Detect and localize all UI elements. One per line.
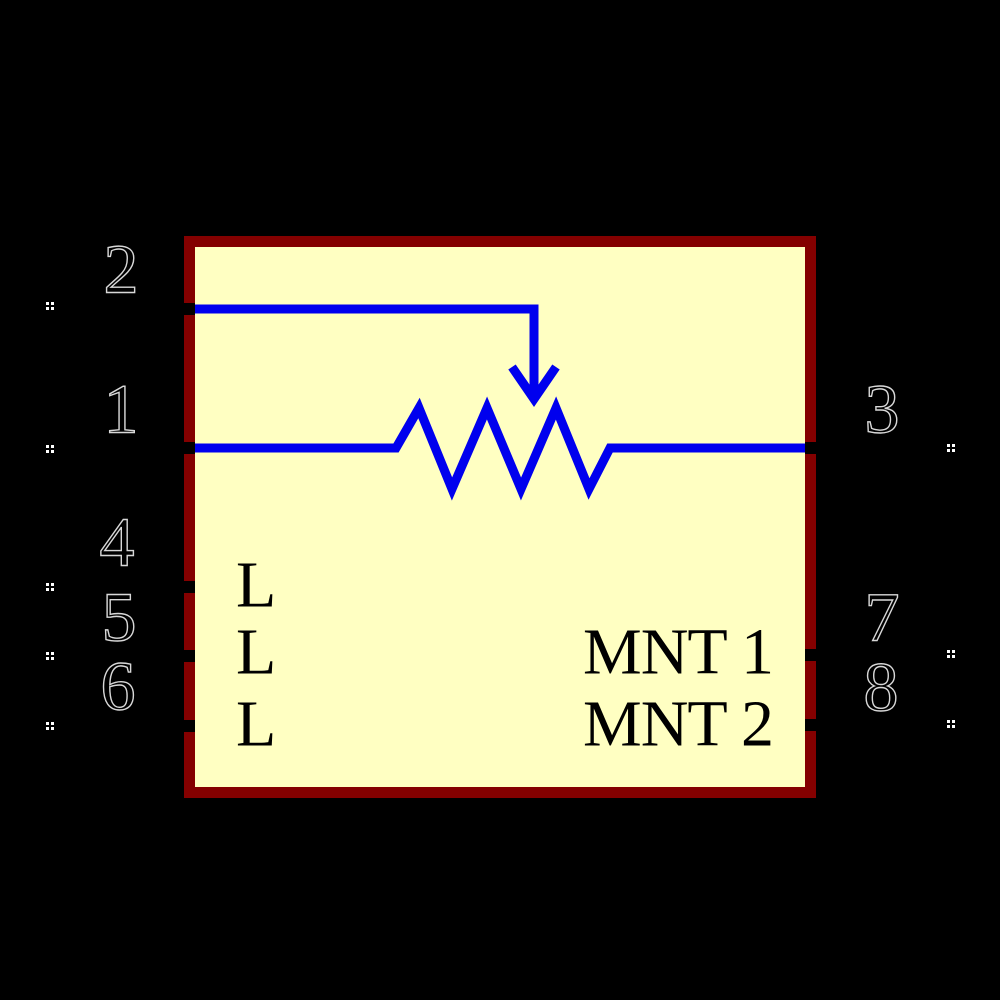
pin-8-number[interactable]: 8	[863, 649, 899, 727]
pin-4-end-marker-icon	[46, 583, 49, 586]
pin-7-label: MNT 1	[583, 615, 774, 689]
pin-8-end-marker-icon	[947, 720, 950, 723]
pin-4-label: L	[236, 548, 277, 622]
pin-2-number[interactable]: 2	[103, 231, 139, 309]
pin-5-end-marker-icon	[46, 652, 49, 655]
pin-5-junction-dot	[183, 650, 195, 662]
pin-1-junction-dot	[183, 442, 195, 454]
pin-8-junction-dot	[805, 719, 817, 731]
pin-3-junction-dot	[805, 442, 817, 454]
pin-7-end-marker-icon	[947, 650, 950, 653]
pin-2-end-marker-icon	[46, 302, 49, 305]
pin-4-junction-dot	[183, 581, 195, 593]
pin-2-junction-dot	[183, 303, 195, 315]
pin-7-number[interactable]: 7	[864, 579, 900, 657]
pin-5-number[interactable]: 5	[101, 579, 137, 657]
pin-3-number[interactable]: 3	[864, 371, 900, 449]
pin-6-end-marker-icon	[46, 722, 49, 725]
pin-6-number[interactable]: 6	[100, 648, 136, 726]
pin-6-junction-dot	[183, 720, 195, 732]
pin-1-end-marker-icon	[46, 445, 49, 448]
pin-5-label: L	[236, 615, 277, 689]
pin-3-end-marker-icon	[947, 444, 950, 447]
pin-4-number[interactable]: 4	[99, 504, 135, 582]
pin-6-label: L	[236, 687, 277, 761]
pin-7-junction-dot	[805, 649, 817, 661]
pin-8-label: MNT 2	[583, 687, 774, 761]
pin-1-number[interactable]: 1	[103, 371, 139, 449]
